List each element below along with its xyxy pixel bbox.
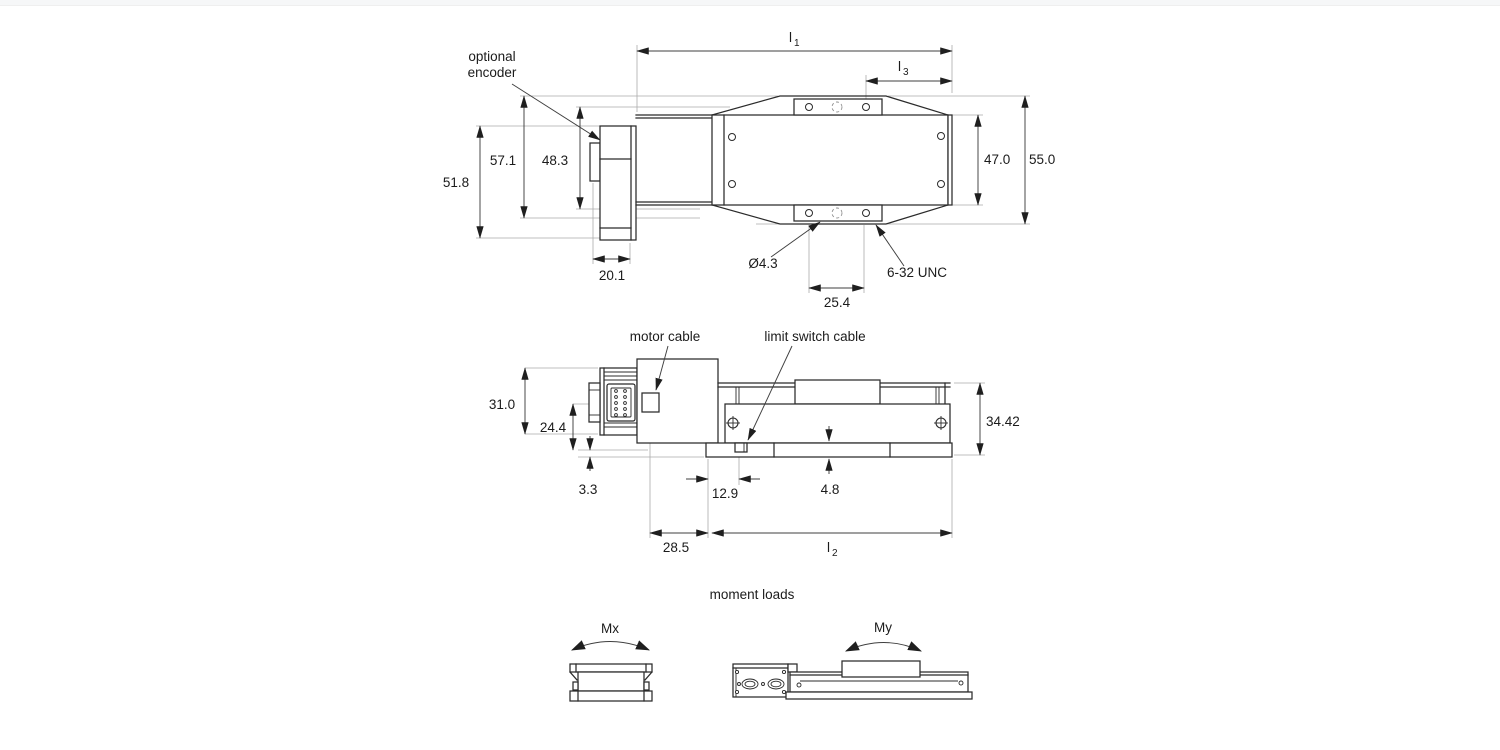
dsub-connector: [606, 383, 636, 422]
dim-l1-label: l: [789, 30, 792, 45]
hidden-tapped-hole: [831, 207, 843, 219]
dim-24-4-label: 24.4: [540, 420, 567, 435]
carriage-block: [794, 379, 881, 405]
top-view-labels: optional encoder l 1 l 3 57.1 48.3 51.8 …: [443, 30, 1055, 310]
dim-31-0-label: 31.0: [489, 397, 515, 412]
leader-hole-diameter: [770, 221, 821, 258]
motor-cable-label: motor cable: [630, 329, 701, 344]
mounting-strip-bottom: [793, 204, 883, 222]
moment-loads-view: moment loads Mx My: [569, 587, 973, 702]
dim-28-5-label: 28.5: [663, 540, 689, 555]
leader-thread: [875, 224, 905, 267]
encoder-body: [589, 142, 601, 182]
hidden-tapped-hole: [831, 101, 843, 113]
optional-encoder-label-line1: optional: [468, 49, 515, 64]
mx-moment-arrow: [571, 640, 650, 651]
motor-cable-connector: [641, 392, 660, 413]
dim-20-1-label: 20.1: [599, 268, 625, 283]
my-label: My: [874, 620, 892, 635]
dim-51-8-label: 51.8: [443, 175, 469, 190]
top-view-leaders: [511, 83, 905, 267]
my-base-plate: [785, 691, 973, 700]
dim-l3-subscript: 3: [903, 67, 909, 78]
hole-diameter-label: Ø4.3: [748, 256, 777, 271]
leader-limit-switch-cable: [747, 345, 793, 441]
leader-optional-encoder: [511, 83, 601, 141]
side-view-part-outline: [588, 358, 953, 458]
side-view-dimension-lines: [521, 367, 984, 537]
motor-flange: [599, 125, 637, 241]
mx-figure: Mx: [569, 621, 653, 702]
thread-label: 6-32 UNC: [887, 265, 947, 280]
carriage-bottom-wing: [711, 204, 949, 225]
dim-57-1-label: 57.1: [490, 153, 516, 168]
side-view-leaders: [655, 345, 793, 441]
side-view-labels: motor cable limit switch cable 31.0 24.4…: [489, 329, 1020, 559]
dim-l2-label: l: [827, 540, 830, 555]
dim-3-3-label: 3.3: [579, 482, 598, 497]
dim-48-3-label: 48.3: [542, 153, 568, 168]
dim-4-8-label: 4.8: [821, 482, 840, 497]
leader-motor-cable: [655, 345, 669, 391]
stage-body: [724, 403, 951, 444]
carriage-top-wing: [711, 95, 949, 116]
top-view: optional encoder l 1 l 3 57.1 48.3 51.8 …: [443, 30, 1055, 310]
top-view-dimension-lines: [476, 47, 1029, 292]
side-view-extension-lines: [525, 367, 985, 538]
dim-l2-subscript: 2: [832, 548, 838, 559]
mounting-strip-top: [793, 98, 883, 116]
side-view: motor cable limit switch cable 31.0 24.4…: [489, 329, 1020, 559]
moment-loads-title: moment loads: [710, 587, 795, 602]
optional-encoder-label-line2: encoder: [468, 65, 517, 80]
limit-switch-exit: [734, 442, 748, 453]
dim-l1-subscript: 1: [794, 38, 800, 49]
dim-l3-label: l: [898, 59, 901, 74]
my-moment-arrow: [845, 641, 922, 652]
dim-55-0-label: 55.0: [1029, 152, 1055, 167]
dim-34-42-label: 34.42: [986, 414, 1020, 429]
dim-25-4-label: 25.4: [824, 295, 851, 310]
connector-shell: [588, 382, 601, 423]
limit-switch-cable-label: limit switch cable: [764, 329, 865, 344]
my-carriage-block: [841, 660, 921, 678]
mx-label: Mx: [601, 621, 619, 636]
my-figure: My: [732, 620, 973, 700]
top-strip: [0, 0, 1500, 6]
carriage-plate: [711, 114, 949, 206]
dim-12-9-label: 12.9: [712, 486, 738, 501]
dim-47-0-label: 47.0: [984, 152, 1010, 167]
top-view-part-outline: [589, 95, 953, 241]
